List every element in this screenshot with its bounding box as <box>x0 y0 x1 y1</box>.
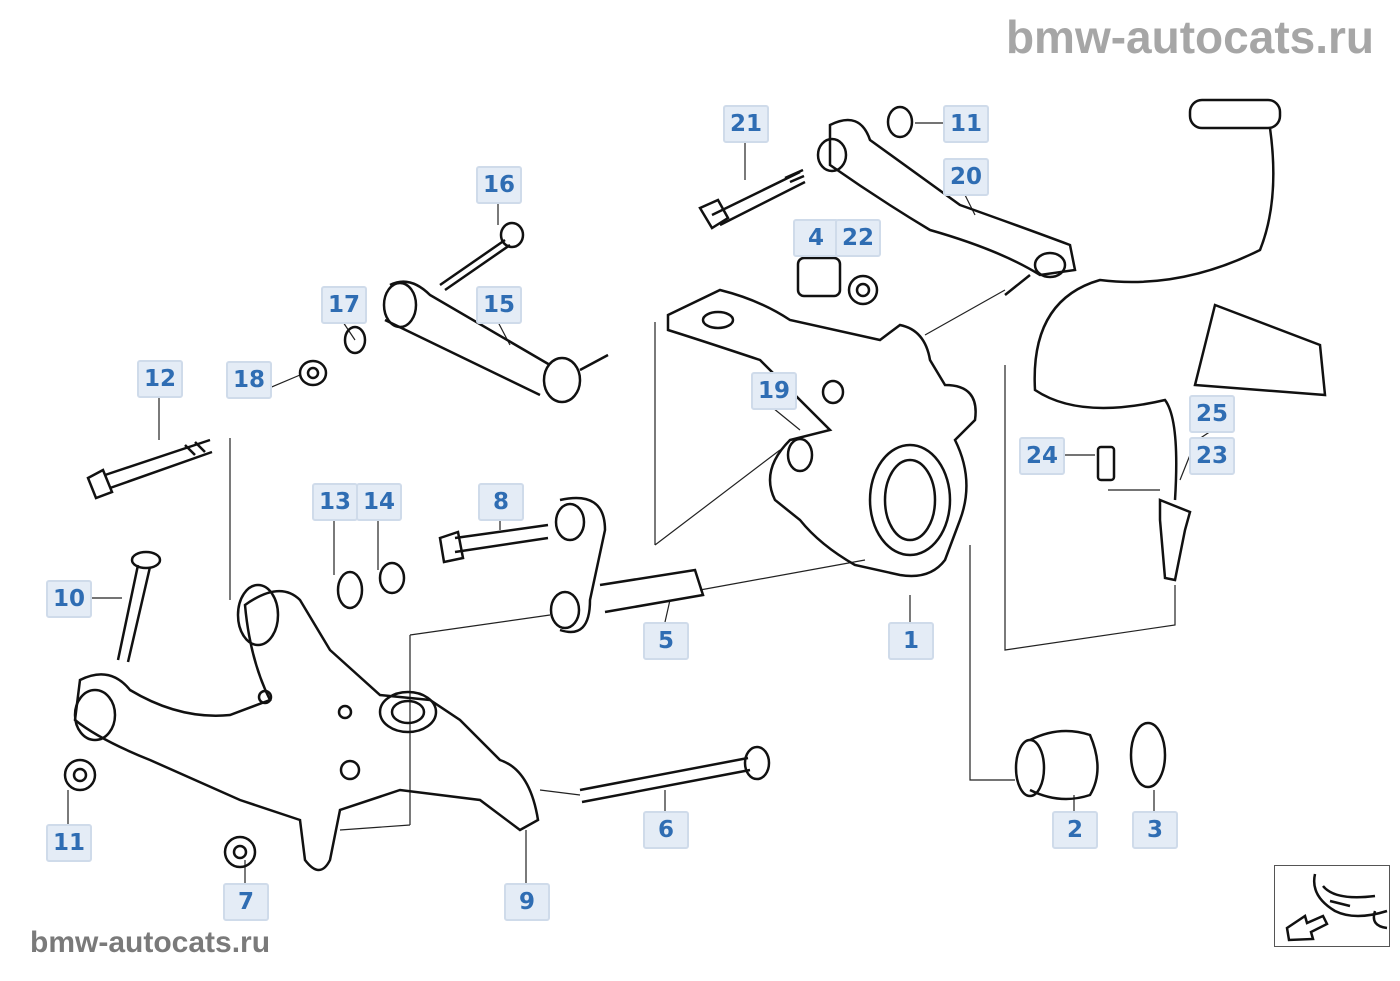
callout-24[interactable]: 24 <box>1019 437 1065 475</box>
part-23-speed-sensor <box>1158 498 1192 582</box>
callout-17[interactable]: 17 <box>321 286 367 324</box>
part-24-screw <box>1096 445 1116 482</box>
part-11-nut <box>886 105 914 139</box>
watermark-top: bmw-autocats.ru <box>1005 11 1374 63</box>
part-7-nut <box>223 835 257 869</box>
callout-8[interactable]: 8 <box>478 483 524 521</box>
part-3-ring <box>1129 721 1167 789</box>
callout-15[interactable]: 15 <box>476 286 522 324</box>
part-2-bushing <box>1014 729 1099 801</box>
callout-22[interactable]: 22 <box>835 219 881 257</box>
part-4-cap <box>796 256 842 298</box>
callout-11-lower[interactable]: 11 <box>46 824 92 862</box>
callout-3[interactable]: 3 <box>1132 811 1178 849</box>
part-9-subframe <box>73 583 540 872</box>
part-1-wheel-carrier <box>666 288 977 578</box>
part-13-washer <box>336 570 364 610</box>
callout-4[interactable]: 4 <box>793 219 839 257</box>
part-20-control-arm <box>816 118 1077 296</box>
callout-14[interactable]: 14 <box>356 483 402 521</box>
callout-21[interactable]: 21 <box>723 105 769 143</box>
callout-9[interactable]: 9 <box>504 883 550 921</box>
part-5-link <box>549 496 705 634</box>
callout-18[interactable]: 18 <box>226 361 272 399</box>
watermark-bottom: bmw-autocats.ru <box>30 926 271 959</box>
part-6-bolt <box>579 745 771 804</box>
part-10-bolt <box>116 550 162 663</box>
part-17-washer <box>343 325 367 355</box>
part-14-nut <box>378 561 406 595</box>
leader-lines <box>67 122 1212 883</box>
callout-1[interactable]: 1 <box>888 622 934 660</box>
part-22-nut <box>847 274 879 306</box>
car-front-arrow-icon <box>1285 873 1388 942</box>
callout-12[interactable]: 12 <box>137 360 183 398</box>
part-12-bolt <box>86 438 213 500</box>
part-19-bushing <box>821 379 845 405</box>
callout-6[interactable]: 6 <box>643 811 689 849</box>
callout-13[interactable]: 13 <box>312 483 358 521</box>
callout-23[interactable]: 23 <box>1189 437 1235 475</box>
callout-19[interactable]: 19 <box>751 372 797 410</box>
navigation-thumbnail[interactable] <box>1274 865 1390 947</box>
part-18-nut <box>298 359 328 387</box>
callout-5[interactable]: 5 <box>643 622 689 660</box>
part-16-bolt <box>439 221 525 292</box>
callout-20[interactable]: 20 <box>943 158 989 196</box>
part-8-bolt <box>438 523 549 564</box>
callout-16[interactable]: 16 <box>476 166 522 204</box>
part-21-bolt <box>698 168 806 230</box>
part-15-link <box>382 280 609 404</box>
callout-10[interactable]: 10 <box>46 580 92 618</box>
part-11-nut-lower <box>63 758 97 792</box>
callout-2[interactable]: 2 <box>1052 811 1098 849</box>
callout-11[interactable]: 11 <box>943 105 989 143</box>
part-25-brake-pad-wear-sensor <box>1033 98 1327 501</box>
callout-25[interactable]: 25 <box>1189 395 1235 433</box>
callout-7[interactable]: 7 <box>223 883 269 921</box>
